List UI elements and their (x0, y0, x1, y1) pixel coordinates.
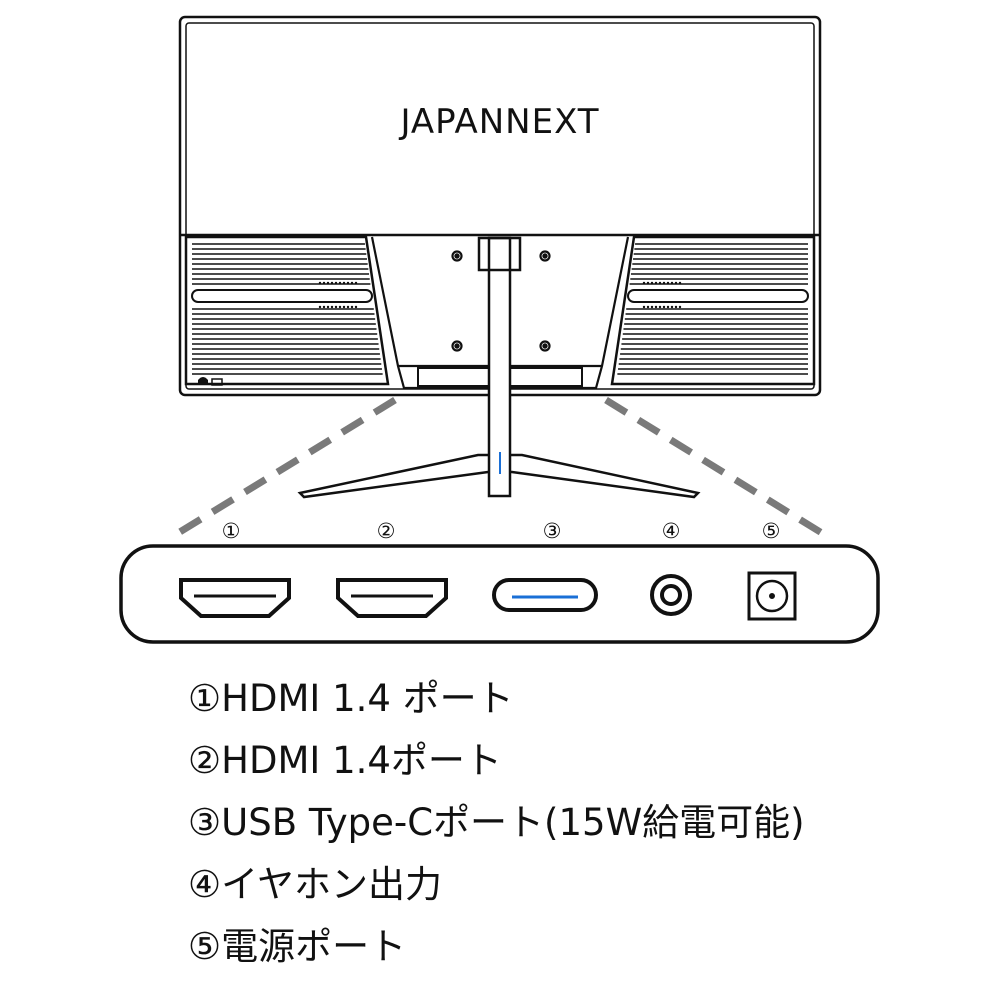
legend-item-5: ⑤電源ポート (188, 925, 407, 968)
port-marker-3: ③ (543, 519, 562, 543)
vent-dot (350, 305, 354, 309)
vent-dot (342, 281, 346, 285)
legend-item-1: ①HDMI 1.4 ポート (188, 677, 514, 720)
vent-dot (326, 305, 330, 309)
vent-dot (666, 305, 670, 309)
port-legend: ①HDMI 1.4 ポート ②HDMI 1.4ポート ③USB Type-Cポー… (188, 668, 948, 978)
leader-lines (168, 397, 832, 541)
vent-dot (650, 281, 654, 285)
vent-dot (658, 281, 662, 285)
left-vent-panel (184, 235, 390, 386)
port-marker-5: ⑤ (762, 519, 781, 543)
right-vent-panel (610, 235, 816, 386)
port-marker-4: ④ (662, 519, 681, 543)
vent-dot (354, 281, 358, 285)
vent-dot (654, 281, 658, 285)
vent-dot (642, 281, 646, 285)
vent-dot (678, 305, 682, 309)
legend-item-4: ④イヤホン出力 (188, 863, 443, 906)
power-button-icon (211, 378, 223, 386)
hdmi-port-icon (336, 578, 448, 618)
vent-dot (346, 305, 350, 309)
vent-dot (354, 305, 358, 309)
vent-dot (334, 305, 338, 309)
usb-c-port-icon (492, 578, 598, 612)
vent-dot (678, 281, 682, 285)
audio-jack-icon (650, 574, 692, 616)
port-marker-1: ① (222, 519, 241, 543)
port-panel (119, 544, 880, 644)
vent-dot (338, 305, 342, 309)
port-marker-2: ② (377, 519, 396, 543)
monitor-port-diagram: JAPANNEXT ① (119, 15, 880, 644)
kensington-lock-icon (198, 377, 208, 385)
vent-dot (666, 281, 670, 285)
vent-dot (350, 281, 354, 285)
vent-dot (318, 281, 322, 285)
vent-dot (342, 305, 346, 309)
vent-dot (670, 305, 674, 309)
vent-dot (338, 281, 342, 285)
vent-dot (674, 305, 678, 309)
vent-dot (334, 281, 338, 285)
brand-logo: JAPANNEXT (398, 102, 599, 142)
hdmi-port-icon (179, 578, 291, 618)
vent-dot (662, 305, 666, 309)
vent-dot (642, 305, 646, 309)
vent-dot (646, 305, 650, 309)
legend-item-3: ③USB Type-Cポート(15W給電可能) (188, 801, 805, 844)
vent-dot (322, 305, 326, 309)
dc-power-port-icon (747, 571, 797, 621)
legend-item-2: ②HDMI 1.4ポート (188, 739, 502, 782)
vent-dot (650, 305, 654, 309)
vent-dot (346, 281, 350, 285)
vent-dot (322, 281, 326, 285)
vent-dot (654, 305, 658, 309)
vent-dot (658, 305, 662, 309)
vent-dot (646, 281, 650, 285)
monitor-stand (297, 236, 701, 499)
vent-dot (330, 305, 334, 309)
vent-dot (326, 281, 330, 285)
vent-dot (674, 281, 678, 285)
vent-dot (670, 281, 674, 285)
vent-dot (318, 305, 322, 309)
vent-dot (662, 281, 666, 285)
vent-dot (330, 281, 334, 285)
